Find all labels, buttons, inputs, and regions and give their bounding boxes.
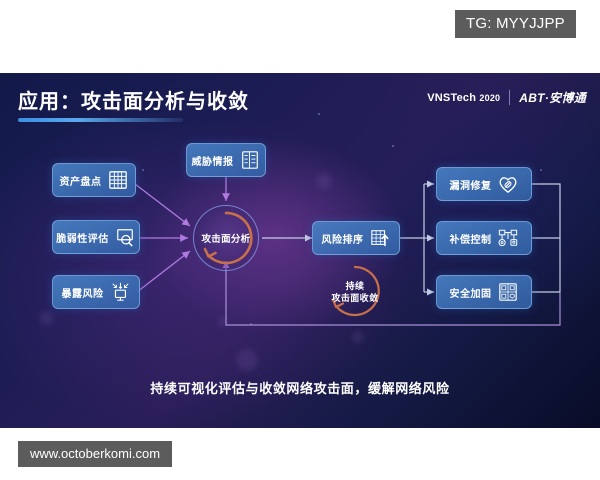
node-exposure-risk[interactable]: 暴露风险 [52, 275, 140, 309]
page-title: 应用：攻击面分析与收敛 [18, 91, 249, 113]
node-threat-intelligence[interactable]: 威胁情报 [186, 143, 266, 177]
connector-wires [134, 177, 561, 326]
rotating-arrow-ring-icon [203, 211, 253, 265]
node-label: 威胁情报 [191, 156, 234, 168]
presentation-slide: 应用：攻击面分析与收敛 VNSTech 2020 ABT·安博通 [0, 73, 600, 428]
convergence-arrow-ring-icon [331, 265, 380, 317]
slide-caption: 持续可视化评估与收敛网络攻击面，缓解网络风险 [150, 381, 450, 396]
node-label: 攻击面分析 [201, 234, 251, 245]
abacus-icon [108, 171, 127, 189]
node-security-hardening[interactable]: 安全加固 [436, 275, 532, 309]
bottom-watermark-badge: www.octoberkomi.com [18, 441, 173, 467]
node-risk-ranking[interactable]: 风险排序 [312, 221, 400, 255]
node-label: 脆弱性评估 [56, 233, 109, 245]
event-year: 2020 [479, 92, 501, 103]
node-label: 暴露风险 [61, 288, 104, 300]
convergence-label-line1: 持续 [345, 281, 365, 291]
node-attack-surface-analysis[interactable]: 攻击面分析 [193, 205, 259, 271]
node-compensating-control[interactable]: 补偿控制 [436, 221, 532, 255]
node-label: 漏洞修复 [449, 180, 492, 192]
network-nodes-icon [497, 229, 517, 247]
attack-surface-diagram: 资产盘点 脆弱性评估 暴露风险 [0, 129, 600, 374]
top-watermark-badge: TG: MYYJJPP [455, 10, 576, 38]
node-continuous-convergence: 持续 攻击面收敛 [322, 263, 388, 321]
monitor-search-icon [116, 229, 133, 247]
node-label: 安全加固 [449, 288, 492, 300]
title-accent-bar [18, 118, 183, 122]
monitor-arrows-icon [111, 282, 129, 301]
node-label: 资产盘点 [59, 176, 102, 188]
event-name-text: VNSTech [427, 91, 477, 104]
node-vulnerability-assessment[interactable]: 脆弱性评估 [52, 220, 140, 254]
document-list-icon [241, 151, 258, 169]
heart-bandage-icon [499, 177, 516, 193]
node-label: 风险排序 [321, 234, 364, 246]
node-asset-inventory[interactable]: 资产盘点 [52, 163, 136, 197]
node-vulnerability-repair[interactable]: 漏洞修复 [436, 167, 532, 201]
company-logo: ABT·安博通 [519, 91, 586, 105]
grid-shield-icon [498, 283, 517, 301]
table-arrow-up-icon [370, 230, 389, 247]
convergence-label-line2: 攻击面收敛 [331, 293, 379, 303]
node-label: 补偿控制 [449, 234, 492, 246]
event-name: VNSTech 2020 [427, 92, 500, 104]
slide-header: 应用：攻击面分析与收敛 VNSTech 2020 ABT·安博通 [0, 73, 600, 129]
brand-lockup: VNSTech 2020 ABT·安博通 [427, 89, 586, 106]
brand-divider [509, 90, 511, 105]
